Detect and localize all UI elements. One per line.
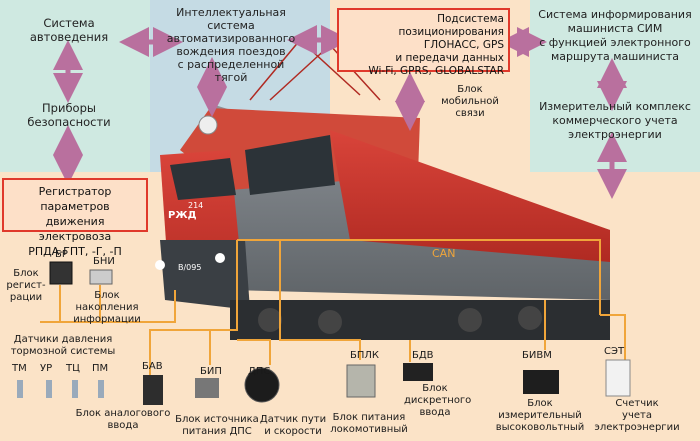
sensor-tm: ТМ — [12, 363, 27, 374]
br-line2: регист- — [6, 280, 46, 291]
recorder-line2: движения электровоза — [38, 215, 112, 243]
dps-line1: Датчик пути — [259, 414, 327, 425]
safety-devices: Приборы безопасности — [18, 101, 120, 129]
bplk-line1: Блок питания — [332, 412, 406, 423]
driver-info-line1: Система информирования — [538, 8, 692, 21]
bdv-code: БДВ — [412, 350, 434, 361]
intelligent-system-line4: с распределенной тягой — [177, 58, 285, 84]
can-bus-lines — [40, 239, 626, 375]
set-code: СЭТ — [604, 346, 625, 357]
system-autodrive-line1: Система — [43, 16, 95, 30]
bplk-label: Блок питания локомотивный — [328, 412, 410, 436]
driver-info-line4: маршрута машиниста — [550, 50, 679, 63]
can-label: CAN — [432, 247, 456, 260]
intelligent-system-line3: вождения поездов — [176, 45, 286, 58]
sensor-ur: УР — [40, 363, 53, 374]
bip-line1: Блок источника — [175, 414, 259, 425]
bav-line1: Блок аналогового — [75, 408, 171, 419]
br-code: БР — [55, 249, 68, 260]
br-line1: Блок — [13, 268, 39, 279]
bdv-label: Блок дискретного ввода — [404, 383, 472, 419]
set-label: Счетчик учета электроэнергии — [592, 398, 682, 434]
bivm-line3: высоковольтный — [495, 422, 585, 433]
dps-line2: и скорости — [264, 426, 322, 437]
bivm-label: Блок измерительный высоковольтный — [494, 398, 586, 434]
brake-sensors-line1: Датчики давления — [13, 334, 113, 345]
locomotive-logo: РЖД — [168, 210, 197, 221]
brake-sensors-line2: тормозной системы — [10, 346, 116, 357]
intelligent-system-line1: Интеллектуальная система — [176, 6, 286, 32]
intelligent-system: Интеллектуальная система автоматизирован… — [160, 6, 302, 84]
mobile-line2: мобильной — [441, 96, 499, 107]
safety-devices-line1: Приборы — [42, 101, 96, 115]
metering-complex: Измерительный комплекс коммерческого уче… — [534, 100, 696, 142]
set-line1: Счетчик — [615, 398, 659, 409]
bni-line2: накопления — [75, 302, 139, 313]
safety-devices-line2: безопасности — [27, 115, 111, 129]
br-line3: рации — [9, 292, 43, 303]
set-line3: электроэнергии — [594, 422, 680, 433]
mobile-unit-label: Блок мобильной связи — [440, 84, 500, 120]
bni-label: Блок накопления информации — [70, 290, 144, 326]
dps-label: Датчик пути и скорости — [256, 414, 330, 438]
locomotive-side-number: В/095 — [178, 263, 202, 272]
set-line2: учета — [622, 410, 652, 421]
bav-label: Блок аналогового ввода — [74, 408, 172, 432]
brake-sensors-label: Датчики давления тормозной системы — [4, 334, 122, 358]
driver-info-line2: машиниста СИМ — [567, 22, 663, 35]
bivm-code: БИВМ — [522, 350, 552, 361]
positioning-line2: ГЛОНАСС, GPS — [423, 39, 504, 51]
driver-info-system: Система информирования машиниста СИМ с ф… — [534, 8, 696, 64]
positioning-line1: Подсистема позиционирования — [398, 13, 505, 38]
bav-line2: ввода — [107, 420, 139, 431]
bplk-line2: локомотивный — [330, 424, 408, 435]
bdv-line2: дискретного — [404, 395, 472, 406]
bav-code: БАВ — [142, 361, 163, 372]
bni-code: БНИ — [93, 256, 115, 267]
sensor-tc: ТЦ — [66, 363, 80, 374]
recorder-box: Регистратор параметров движения электров… — [2, 178, 148, 258]
metering-line2: коммерческого учета — [552, 114, 678, 127]
positioning-subsystem: Подсистема позиционирования ГЛОНАСС, GPS… — [337, 8, 510, 77]
locomotive — [155, 105, 610, 340]
bip-line2: питания ДПС — [182, 426, 252, 437]
sensor-pm: ПМ — [92, 363, 109, 374]
metering-line3: электроэнергии — [568, 128, 662, 141]
system-autodrive: Система автоведения — [18, 16, 120, 44]
mobile-line1: Блок — [457, 84, 483, 95]
dps-code: ДПС — [248, 366, 271, 377]
bdv-line1: Блок — [422, 383, 448, 394]
bip-code: БИП — [200, 366, 222, 377]
system-autodrive-line2: автоведения — [29, 30, 109, 44]
driver-info-line3: с функцией электронного — [539, 36, 691, 49]
bni-line1: Блок — [94, 290, 120, 301]
metering-line1: Измерительный комплекс — [539, 100, 691, 113]
br-label: Блок регист- рации — [3, 268, 49, 304]
intelligent-system-line2: автоматизированного — [166, 32, 296, 45]
bivm-line2: измерительный — [498, 410, 582, 421]
locomotive-number: 214 — [188, 201, 204, 210]
link-arrows — [53, 25, 627, 199]
bni-line3: информации — [73, 314, 141, 325]
bip-label: Блок источника питания ДПС — [172, 414, 262, 438]
bplk-code: БПЛК — [350, 350, 379, 361]
positioning-line4: Wi-Fi, GPRS, GLOBALSTAR — [368, 65, 504, 77]
bdv-line3: ввода — [419, 407, 451, 418]
recorder-line1: Регистратор параметров — [38, 185, 112, 213]
recorder-line3: РПДА-ГПТ, -Г, -П — [28, 245, 122, 258]
bivm-line1: Блок — [527, 398, 553, 409]
mobile-line3: связи — [455, 108, 485, 119]
positioning-line3: и передачи данных — [395, 52, 504, 64]
